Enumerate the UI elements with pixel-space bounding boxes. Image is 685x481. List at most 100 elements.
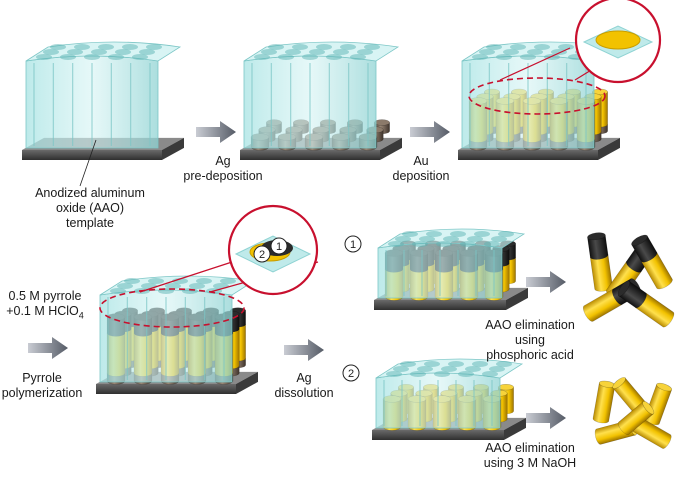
rod-cap xyxy=(631,234,648,246)
pore xyxy=(472,54,488,60)
aao-template-label-line3: template xyxy=(66,216,114,230)
pyrrole-conditions-line1: 0.5 M pyrrole xyxy=(8,289,82,303)
pore xyxy=(364,44,380,50)
pore xyxy=(302,54,318,60)
substrate-front xyxy=(374,300,506,310)
pore xyxy=(340,44,356,50)
au-deposition-label-line2: deposition xyxy=(392,169,450,183)
zoom-badge-au: 2 xyxy=(253,245,271,263)
aao-template-empty xyxy=(22,41,184,160)
pore xyxy=(527,49,543,55)
route1-elimination-label: AAO elimination using phosphoric acid xyxy=(470,318,590,363)
substrate-side xyxy=(598,137,620,160)
route2-elimination-line2: using 3 M NaOH xyxy=(483,456,577,470)
pore xyxy=(388,241,404,247)
pore xyxy=(474,231,490,237)
pore xyxy=(309,49,325,55)
process-arrow-shape xyxy=(28,337,68,359)
substrate-side xyxy=(162,137,184,160)
au-deposition-label-line1: Au xyxy=(413,154,429,168)
free-rod-gold xyxy=(617,401,655,435)
pore xyxy=(189,283,205,289)
pore xyxy=(357,49,373,55)
pore xyxy=(122,44,138,50)
aao-template-label: Anodized aluminum oxide (AAO) template xyxy=(20,186,160,231)
pore xyxy=(419,236,435,242)
pore xyxy=(139,49,155,55)
pore xyxy=(165,283,181,289)
pore xyxy=(124,278,140,284)
pore xyxy=(292,44,308,50)
pore xyxy=(434,371,450,377)
rod-cap xyxy=(656,382,672,392)
pyrrole-polymerization-line2: polymerization xyxy=(1,386,83,400)
pore xyxy=(316,44,332,50)
zoom-selection-ellipse xyxy=(468,77,606,115)
route2-elimination-label: AAO elimination using 3 M NaOH xyxy=(470,441,590,471)
substrate-front xyxy=(96,384,236,394)
process-arrow-shape xyxy=(526,271,566,293)
pore xyxy=(510,44,526,50)
zoom-connector-line xyxy=(139,261,233,293)
pore xyxy=(268,44,284,50)
pore xyxy=(395,236,411,242)
zoom-badge-ppy: 1 xyxy=(270,237,288,255)
arrow-route1-elimination xyxy=(526,271,566,293)
aao-template-label-line2: oxide (AAO) xyxy=(55,201,125,215)
rod-cap xyxy=(642,401,655,415)
free-nanorod-body xyxy=(617,401,655,435)
pore xyxy=(261,49,277,55)
substrate-front xyxy=(22,150,162,160)
badge-circle xyxy=(253,245,271,263)
free-nanorod-body xyxy=(631,234,673,290)
pore xyxy=(172,278,188,284)
rod-cap xyxy=(612,377,626,389)
pore xyxy=(491,236,507,242)
pore xyxy=(115,49,131,55)
pore xyxy=(84,54,100,60)
pore xyxy=(496,361,512,367)
pore xyxy=(393,366,409,372)
arrow-pyrrole-polymerization xyxy=(28,337,68,359)
pore xyxy=(132,54,148,60)
route2-elimination-line1: AAO elimination xyxy=(485,441,575,455)
pore xyxy=(503,49,519,55)
rod-cap xyxy=(374,119,390,126)
substrate-front xyxy=(372,430,504,440)
ag-predeposition-label-line2: pre-deposition xyxy=(183,169,263,183)
arrow-ag-dissolution xyxy=(284,339,324,361)
pore xyxy=(498,231,514,237)
ag-predeposition-label-line1: Ag xyxy=(215,154,231,168)
substrate-front xyxy=(458,150,598,160)
rod-segment xyxy=(617,401,654,435)
substrate-side xyxy=(506,287,528,310)
pore xyxy=(91,49,107,55)
route1-elimination-line1: AAO elimination xyxy=(485,318,575,332)
zoom-connector-line xyxy=(499,47,571,81)
free-rod-hybrid xyxy=(631,234,673,290)
pore xyxy=(117,283,133,289)
pore xyxy=(472,361,488,367)
rod-cap xyxy=(617,280,631,297)
pore xyxy=(443,236,459,242)
aao-template-ppy xyxy=(96,275,258,394)
substrate-side xyxy=(236,371,258,394)
pore xyxy=(551,49,567,55)
pyrrole-polymerization-line1: Pyrrole xyxy=(22,371,62,385)
pore xyxy=(479,49,495,55)
pore xyxy=(458,371,474,377)
pore xyxy=(110,288,126,294)
pore xyxy=(426,231,442,237)
arrow-route2-elimination xyxy=(526,407,566,429)
arrow-ag-predeposition xyxy=(196,121,236,143)
label-leader-line xyxy=(79,139,97,187)
arrow-au-deposition xyxy=(410,121,450,143)
aao-template-route1 xyxy=(374,228,528,310)
aao-template-label-line1: Anodized aluminum xyxy=(35,186,145,200)
pore xyxy=(285,49,301,55)
pore xyxy=(108,54,124,60)
pore xyxy=(436,241,452,247)
pore xyxy=(424,361,440,367)
process-arrow-shape xyxy=(526,407,566,429)
